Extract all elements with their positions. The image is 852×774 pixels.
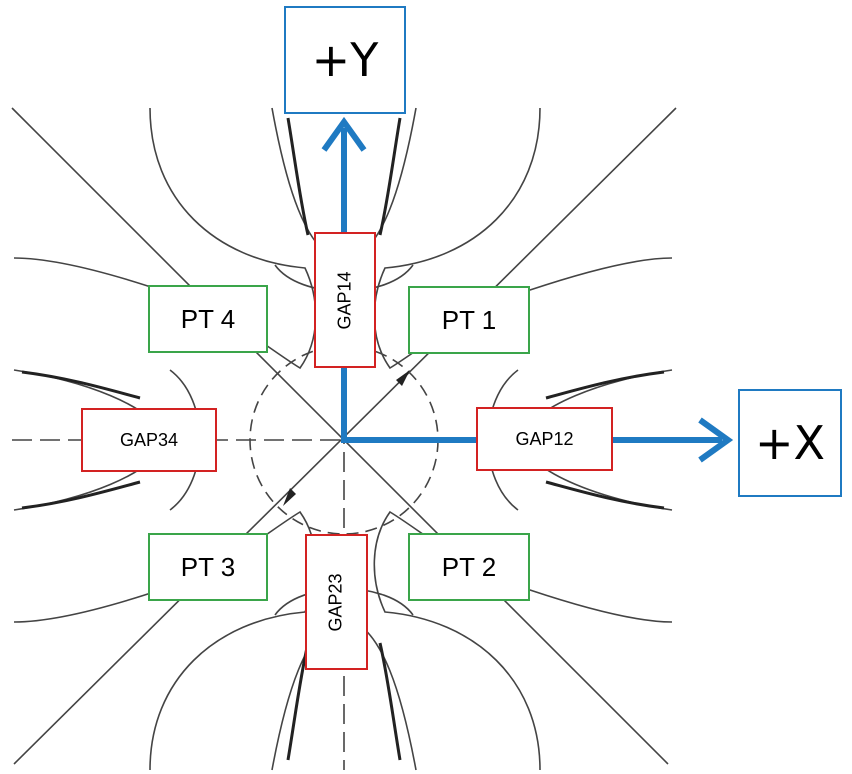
hatch-right-bottom: [545, 480, 665, 510]
diagonal-arrowhead-lower: [283, 488, 296, 506]
pt-3-label: PT 3: [148, 533, 268, 601]
hatch-left-top: [21, 370, 141, 400]
field-loop-bottom-right: [373, 510, 673, 771]
gap12-label: GAP12: [476, 407, 613, 471]
hatch-top-left: [286, 117, 310, 236]
y-axis-arrowhead: [321, 116, 367, 152]
pt-2-label: PT 2: [408, 533, 530, 601]
gap14-label: GAP14: [314, 232, 376, 368]
diagonal-arrowhead-upper: [396, 370, 410, 386]
x-axis-label: +X: [738, 389, 842, 497]
diagonal-line-nw-se: [11, 107, 669, 765]
field-loop-bottom-left: [13, 510, 317, 771]
field-loop-top-left: [13, 107, 317, 370]
hatch-bottom-right: [378, 642, 402, 761]
y-axis-label: +Y: [284, 6, 406, 114]
pt-4-label: PT 4: [148, 285, 268, 353]
x-axis-arrowhead: [698, 417, 734, 463]
gap34-label: GAP34: [81, 408, 217, 472]
gap23-text: GAP23: [325, 572, 346, 632]
pt-1-label: PT 1: [408, 286, 530, 354]
hatch-top-right: [378, 117, 402, 236]
gap14-text: GAP14: [334, 270, 355, 330]
gap23-label: GAP23: [305, 534, 368, 670]
field-loop-top-right: [373, 107, 673, 370]
hatch-right-top: [545, 370, 665, 400]
hatch-left-bottom: [21, 480, 141, 510]
